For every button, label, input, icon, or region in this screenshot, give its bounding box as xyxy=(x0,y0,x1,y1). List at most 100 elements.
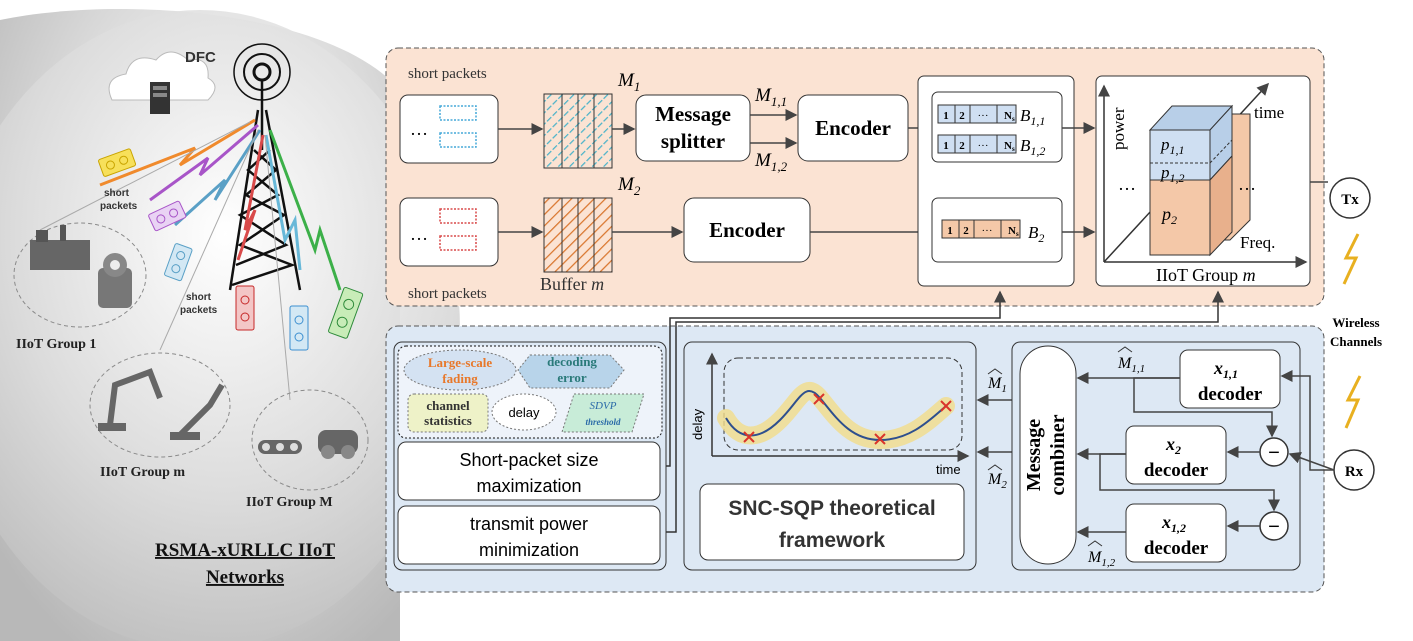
svg-text:Ns: Ns xyxy=(1008,225,1019,238)
power-label: power xyxy=(1109,107,1128,150)
ellipsis-2: … xyxy=(410,224,428,244)
decoder-x11-label: decoder xyxy=(1198,384,1263,405)
iiot-group-m-label: IIoT Group m xyxy=(1156,265,1256,285)
tag-large-scale-1: Large-scale xyxy=(428,355,492,370)
groupm-ellipse xyxy=(89,352,231,458)
decoder-x2 xyxy=(1125,425,1227,485)
optimum-markers xyxy=(743,393,952,445)
robot-arm-icon xyxy=(30,225,132,308)
codeword-b11: 1 2 ··· Ns B1,1 xyxy=(937,104,1045,128)
opt-power-2: minimization xyxy=(479,540,579,560)
beams xyxy=(39,118,342,401)
tower-icon xyxy=(228,43,302,291)
message-combiner-box xyxy=(1019,345,1077,565)
decoder-x12-label: decoder xyxy=(1144,538,1209,559)
network-title-line2: Networks xyxy=(206,567,284,588)
tag-decoding-2: error xyxy=(557,370,587,385)
time-label: time xyxy=(1254,103,1284,122)
plot-y-label: delay xyxy=(690,408,705,440)
group1-label: IIoT Group 1 xyxy=(16,337,96,352)
mhat12-label: M1,2 xyxy=(1087,549,1116,569)
network-title-line1: RSMA-xURLLC IIoT xyxy=(155,540,335,561)
svg-text:B2: B2 xyxy=(1028,223,1044,245)
svg-text:B1,1: B1,1 xyxy=(1020,106,1045,128)
svg-text:M1: M1 xyxy=(617,70,640,94)
snc-framework-box xyxy=(699,483,965,561)
codeword-b2: 1 2 ··· Ns B2 xyxy=(941,219,1044,245)
plot-x-label: time xyxy=(936,462,961,477)
opt-size-2: maximization xyxy=(476,476,581,496)
splitter-label-1: Message xyxy=(655,102,731,126)
p11-label: p1,1 xyxy=(1160,135,1185,157)
tx-node xyxy=(1329,177,1371,219)
industrial-arm-icon xyxy=(107,368,225,438)
svg-text:2: 2 xyxy=(959,110,965,122)
svg-text:M1,1: M1,1 xyxy=(754,85,787,109)
svg-text:M2: M2 xyxy=(617,174,641,198)
message-splitter-box xyxy=(635,94,751,162)
buffer-label: Buffer m xyxy=(540,274,604,294)
svg-text:···: ··· xyxy=(978,110,989,122)
svg-text:−: − xyxy=(1268,516,1280,538)
conveyor-robot-icon xyxy=(258,430,358,459)
rx-label: Rx xyxy=(1345,464,1364,480)
encoder-1-label: Encoder xyxy=(815,116,891,140)
svg-text:B1,2: B1,2 xyxy=(1020,136,1045,158)
short-packets-label-a: short xyxy=(104,188,130,199)
svg-text:2: 2 xyxy=(959,140,965,152)
receiver-panel: Large-scale fading decoding error channe… xyxy=(385,290,1335,593)
packet-icons xyxy=(98,148,364,351)
svg-text:1: 1 xyxy=(943,110,949,122)
tag-sdvp-2: threshold xyxy=(585,417,621,427)
tag-large-scale-2: fading xyxy=(442,371,478,386)
p12-label: p1,2 xyxy=(1160,163,1185,185)
short-packets-bottom: short packets xyxy=(408,286,487,302)
tag-decoding-1: decoding xyxy=(547,354,597,369)
transmitter-panel: short packets short packets … … M1 M2 Bu… xyxy=(385,47,1325,307)
svg-text:Ns: Ns xyxy=(1004,110,1015,123)
tag-delay: delay xyxy=(508,405,540,420)
svg-text:…: … xyxy=(1238,174,1256,194)
short-packets-label-b: short xyxy=(186,292,212,303)
group1-ellipse xyxy=(13,222,147,328)
codeword-b12: 1 2 ··· Ns B1,2 xyxy=(937,134,1045,158)
lightning-icon-1 xyxy=(1342,233,1360,285)
decoder-x12 xyxy=(1125,503,1227,563)
cloud-server-icon xyxy=(108,51,216,114)
short-packets-label-b2: packets xyxy=(180,305,218,316)
svg-text:2: 2 xyxy=(963,225,969,237)
tag-channel-1: channel xyxy=(426,398,470,413)
mhat2-label: M2 xyxy=(987,471,1007,491)
svg-text:···: ··· xyxy=(978,140,989,152)
short-packets-top: short packets xyxy=(408,66,487,82)
tx-label: Tx xyxy=(1341,192,1359,208)
svg-text:1: 1 xyxy=(947,225,953,237)
opt-power-1: transmit power xyxy=(470,514,588,534)
encoder-2-label: Encoder xyxy=(709,218,785,242)
svg-text:x1,1: x1,1 xyxy=(1213,358,1238,381)
mhat1-label: M1 xyxy=(987,375,1007,395)
short-packets-label-a2: packets xyxy=(100,201,138,212)
splitter-label-2: splitter xyxy=(661,129,725,153)
wireless-label-2: Channels xyxy=(1330,334,1382,349)
ellipsis-1: … xyxy=(410,119,428,139)
snc-label-2: framework xyxy=(779,529,886,552)
groupM-ellipse xyxy=(251,389,369,491)
network-scene: DFC xyxy=(0,8,460,641)
dfc-label: DFC xyxy=(185,49,216,66)
opt-size-1: Short-packet size xyxy=(459,450,598,470)
svg-text:M1,2: M1,2 xyxy=(754,150,788,174)
orange-panel xyxy=(385,47,1325,307)
snc-label-1: SNC-SQP theoretical xyxy=(728,497,935,520)
tag-channel-2: statistics xyxy=(424,413,472,428)
antenna-section: Tx Wireless Channels Rx xyxy=(1310,177,1382,491)
svg-text:Ns: Ns xyxy=(1004,140,1015,153)
mhat11-label: M1,1 xyxy=(1117,355,1145,375)
resource-cube xyxy=(1148,104,1251,257)
svg-text:x2: x2 xyxy=(1165,434,1181,457)
opt-size-box xyxy=(397,441,661,501)
svg-text:−: − xyxy=(1268,442,1280,464)
wireless-label-1: Wireless xyxy=(1332,315,1379,330)
p2-label: p2 xyxy=(1160,204,1177,227)
